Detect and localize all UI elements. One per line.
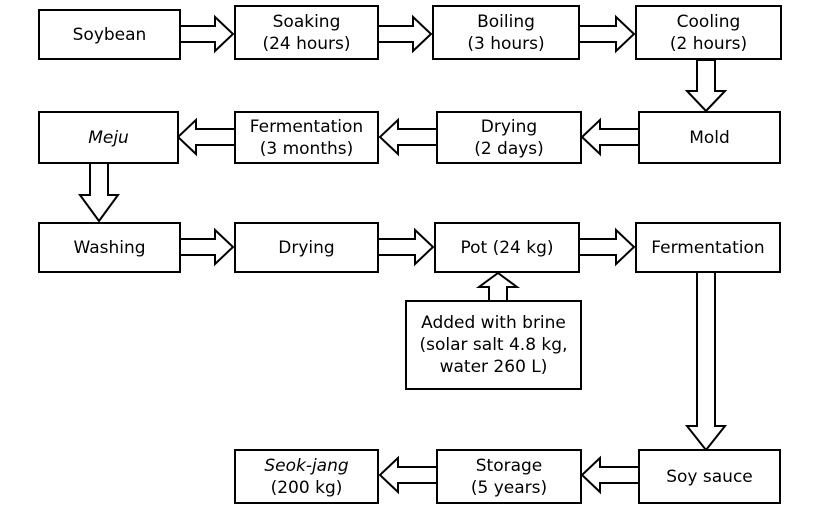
arrow-mold-to-drying [580,117,640,157]
step-drying-2-days-duration: (2 days) [474,138,544,159]
step-drying-2-days: Drying (2 days) [436,111,582,164]
arrow-soybean-to-soaking [179,14,235,54]
step-seok-jang-amount: (200 kg) [270,477,343,498]
arrow-soaking-to-boiling [377,14,433,54]
step-storage-duration: (5 years) [470,477,548,498]
step-seok-jang: Seok-jang (200 kg) [234,449,379,504]
arrow-boiling-to-cooling [578,14,636,54]
arrow-pot-to-fermentation [578,227,636,267]
arrow-brine-to-pot [475,271,521,302]
step-meju: Meju [38,111,179,164]
step-soybean-label: Soybean [72,24,147,45]
step-boiling: Boiling (3 hours) [432,5,580,60]
step-pot: Pot (24 kg) [434,222,580,273]
arrow-storage-to-seok-jang [378,455,438,495]
step-fermentation-3-months: Fermentation (3 months) [234,111,379,164]
step-fermentation-3-months-label: Fermentation [249,116,364,137]
step-boiling-duration: (3 hours) [467,33,545,54]
step-soy-sauce-label: Soy sauce [666,466,753,487]
arrow-drying-to-fermentation [378,117,438,157]
step-fermentation-label: Fermentation [651,237,765,258]
arrow-fermentation-to-soy-sauce [684,271,728,452]
step-soy-sauce: Soy sauce [638,449,781,504]
brine-water-amount: water 260 L) [439,357,548,377]
arrow-fermentation-to-meju [176,117,236,157]
step-mold-label: Mold [689,127,730,148]
step-fermentation: Fermentation [635,222,781,273]
arrow-soy-sauce-to-storage [580,455,640,495]
step-soybean: Soybean [38,9,181,60]
step-pot-label: Pot (24 kg) [460,237,554,258]
step-washing-label: Washing [73,237,146,258]
arrow-cooling-to-mold [684,59,728,113]
step-drying: Drying [234,222,379,273]
step-drying-2-days-label: Drying [480,116,538,137]
step-washing: Washing [38,222,181,273]
brine-salt-amount: (solar salt 4.8 kg, [419,335,568,355]
step-soaking: Soaking (24 hours) [234,5,379,60]
step-mold: Mold [638,111,781,164]
arrow-meju-to-washing [78,162,120,223]
step-fermentation-3-months-duration: (3 months) [259,138,354,159]
arrow-drying-to-pot [377,227,435,267]
step-boiling-label: Boiling [477,11,535,32]
step-storage: Storage (5 years) [436,449,582,504]
step-cooling-duration: (2 hours) [669,33,748,54]
step-cooling: Cooling (2 hours) [635,5,782,60]
step-meju-label: Meju [88,127,129,148]
step-drying-label: Drying [278,237,335,258]
step-soaking-duration: (24 hours) [262,33,351,54]
brine-label: Added with brine [421,313,566,333]
arrow-washing-to-drying [179,227,235,267]
step-seok-jang-label: Seok-jang [264,455,349,476]
step-storage-label: Storage [475,455,543,476]
step-cooling-label: Cooling [676,11,741,32]
step-added-with-brine: Added with brine (solar salt 4.8 kg, wat… [405,300,582,390]
step-soaking-label: Soaking [272,11,341,32]
